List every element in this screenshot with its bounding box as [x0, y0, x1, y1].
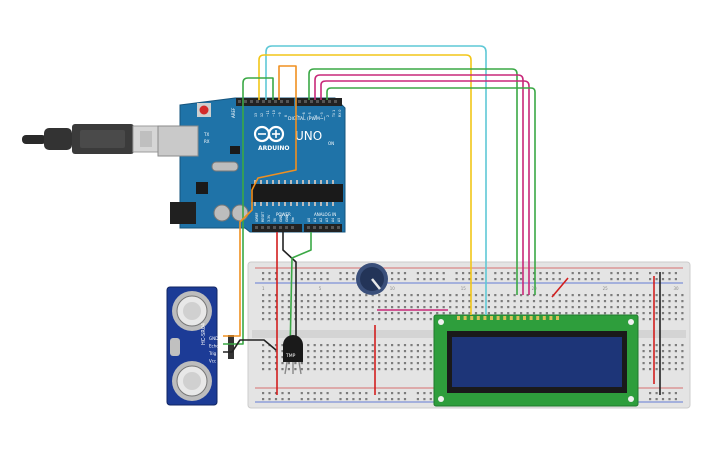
wire-green-2 — [326, 87, 536, 295]
breadboard-column-label: 10 — [390, 286, 396, 291]
power-pin-label: GND — [279, 214, 283, 222]
power-pin-label: 5V — [273, 217, 277, 222]
sensor-model: HC-SR04 — [201, 323, 207, 345]
on-label: ON — [328, 141, 334, 146]
analog-pin-label: A4 — [331, 218, 335, 222]
usb-cable — [22, 124, 160, 154]
wire-red-3 — [551, 277, 569, 298]
digital-pin-label: 12 — [260, 113, 264, 117]
wire-green-1 — [308, 68, 518, 295]
lcd-pins — [457, 316, 559, 320]
analog-header — [304, 224, 342, 232]
reset-button-icon — [199, 105, 209, 115]
wires — [223, 45, 661, 395]
breadboard-column-label: 25 — [603, 286, 609, 291]
wire-cyan — [265, 45, 487, 315]
digital-pin-label: ~11 — [266, 110, 270, 117]
wire-magenta-1 — [314, 74, 524, 295]
analog-pin-label: A3 — [325, 218, 329, 222]
power-header — [252, 224, 302, 232]
lcd-screen — [452, 337, 622, 387]
lcd-16x2-display — [433, 314, 639, 407]
rx-label: RX — [204, 139, 210, 144]
arduino-uno-board: ARDUINO UNO DIGITAL (PWM~) AREF TX RX ON… — [157, 97, 346, 233]
power-pin-label: 3.3V — [267, 214, 271, 222]
tmp-label: TMP — [285, 353, 296, 359]
arduino-logo-text: ARDUINO — [258, 145, 289, 152]
breadboard-column-label: 5 — [319, 286, 322, 291]
analog-label: ANALOG IN — [314, 212, 336, 217]
digital-pin-label: ~9 — [278, 112, 282, 117]
digital-label: DIGITAL (PWM~) — [288, 116, 326, 122]
sensor-pin-label: Trig — [208, 351, 217, 356]
breadboard-column-label: 30 — [674, 286, 680, 291]
digital-pin-label: 8 — [284, 115, 288, 117]
sensor-pin-label: GND — [209, 336, 218, 341]
potentiometer — [356, 263, 388, 295]
wire-orange — [223, 65, 297, 337]
wire-green-4 — [289, 232, 312, 353]
power-pin-label: RESET — [261, 212, 265, 222]
sensor-pin-label: Echo — [209, 344, 219, 349]
digital-pin-label: ~3 — [320, 112, 324, 117]
power-label: POWER — [276, 212, 291, 217]
wire-magenta-2 — [320, 80, 530, 295]
analog-pin-label: A2 — [319, 218, 323, 222]
wire-yellow — [258, 54, 472, 315]
breadboard-column-label: 15 — [461, 286, 467, 291]
digital-pin-label: ~5 — [308, 112, 312, 117]
digital-pin-label: 7 — [296, 115, 300, 117]
analog-pin-label: A1 — [313, 218, 317, 222]
digital-pin-label: 4 — [314, 115, 318, 117]
wire-black-2 — [223, 339, 277, 353]
digital-pin-label: 2 — [326, 115, 330, 117]
digital-pin-label: RX 0 — [338, 110, 342, 117]
wire-black-1 — [282, 232, 297, 340]
aref-label: AREF — [231, 107, 236, 118]
digital-pin-label: TX 1 — [332, 110, 336, 118]
analog-pin-label: A0 — [307, 218, 311, 222]
digital-pin-label: ~10 — [272, 110, 276, 117]
wire-green-3 — [223, 77, 274, 345]
tx-label: TX — [203, 132, 209, 137]
power-pin-label: IOREF — [255, 212, 259, 222]
power-pin-label: Vin — [291, 217, 295, 222]
sensor-pin-label: Vcc — [209, 359, 216, 364]
arduino-model: UNO — [295, 129, 322, 143]
breadboard-column-label: 1 — [262, 286, 265, 291]
digital-pin-label: 13 — [254, 113, 258, 117]
arduino-logo-icon — [253, 125, 285, 143]
tmp-temperature-sensor: TMP — [283, 335, 303, 375]
digital-pin-label: ~6 — [302, 112, 306, 117]
power-pin-label: GND — [285, 214, 289, 222]
analog-pin-label: A5 — [337, 218, 341, 222]
